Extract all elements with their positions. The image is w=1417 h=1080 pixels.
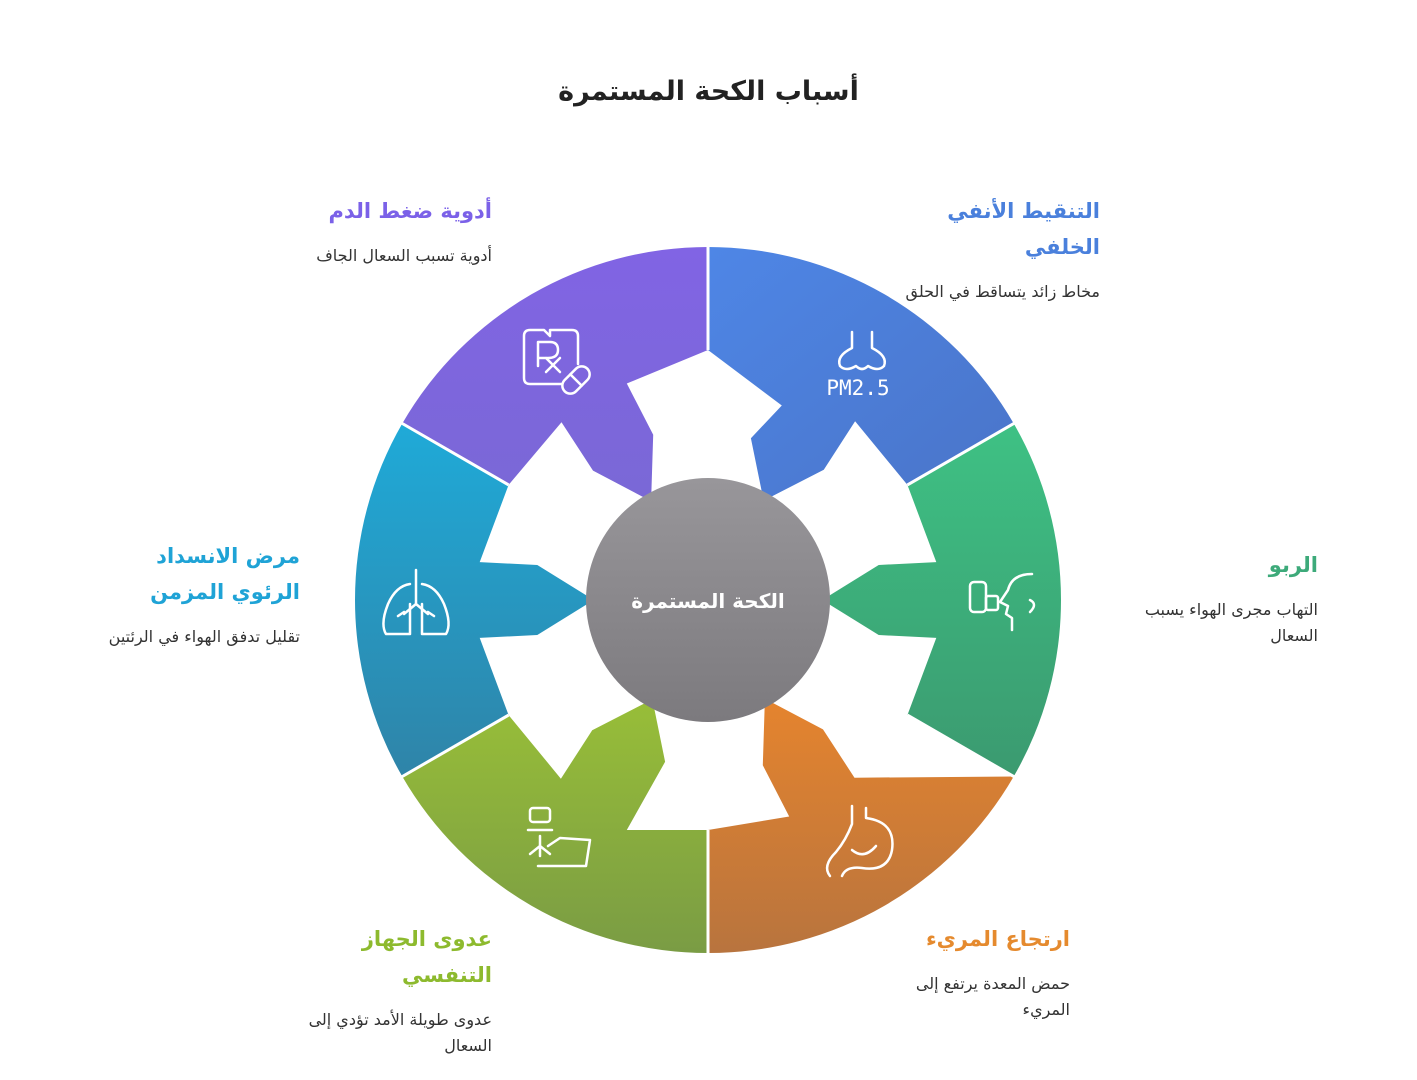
cause-description: عدوى طويلة الأمد تؤدي إلى السعال — [308, 1010, 492, 1055]
center-label: الكحة المستمرة — [631, 589, 784, 613]
diagram-title: أسباب الكحة المستمرة — [558, 76, 859, 107]
segment-respiratory-infection — [402, 699, 708, 953]
lungs-icon — [382, 568, 450, 636]
cause-postnasal-drip: التنقيط الأنفي الخلفي مخاط زائد يتساقط ف… — [880, 193, 1100, 305]
cause-description: حمض المعدة يرتفع إلى المريء — [915, 974, 1070, 1019]
segment-asthma — [822, 423, 1061, 777]
cause-title: الربو — [1268, 553, 1318, 577]
cause-copd: مرض الانسداد الرئوي المزمن تقليل تدفق ال… — [90, 538, 300, 650]
segment-copd — [355, 423, 594, 777]
cause-description: التهاب مجرى الهواء يسبب السعال — [1144, 600, 1318, 645]
cause-title: مرض الانسداد الرئوي المزمن — [150, 544, 300, 604]
segment-bp-medication — [402, 247, 708, 502]
stomach-icon — [825, 804, 894, 878]
center-circle — [586, 478, 830, 722]
pm25-label: PM2.5 — [826, 376, 889, 400]
segment-reflux — [708, 698, 1014, 953]
inhaler-face-icon — [968, 572, 1036, 632]
nose-pm25-icon: PM2.5 — [826, 330, 890, 400]
cause-description: تقليل تدفق الهواء في الرئتين — [108, 627, 300, 646]
cause-title: عدوى الجهاز التنفسي — [361, 927, 492, 987]
cause-bp-medication: أدوية ضغط الدم أدوية تسبب السعال الجاف — [280, 193, 492, 269]
cause-title: ارتجاع المريء — [925, 927, 1070, 951]
hand-virus-icon — [526, 806, 592, 868]
cause-title: أدوية ضغط الدم — [328, 199, 492, 223]
cause-title: التنقيط الأنفي الخلفي — [947, 199, 1100, 259]
cause-reflux: ارتجاع المريء حمض المعدة يرتفع إلى المري… — [900, 921, 1070, 1023]
cause-asthma: الربو التهاب مجرى الهواء يسبب السعال — [1118, 547, 1318, 649]
cause-description: مخاط زائد يتساقط في الحلق — [905, 282, 1100, 301]
segment-postnasal-drip — [708, 247, 1014, 501]
cause-description: أدوية تسبب السعال الجاف — [316, 246, 492, 265]
cause-respiratory-infection: عدوى الجهاز التنفسي عدوى طويلة الأمد تؤد… — [280, 921, 492, 1059]
prescription-pill-icon — [522, 328, 591, 395]
